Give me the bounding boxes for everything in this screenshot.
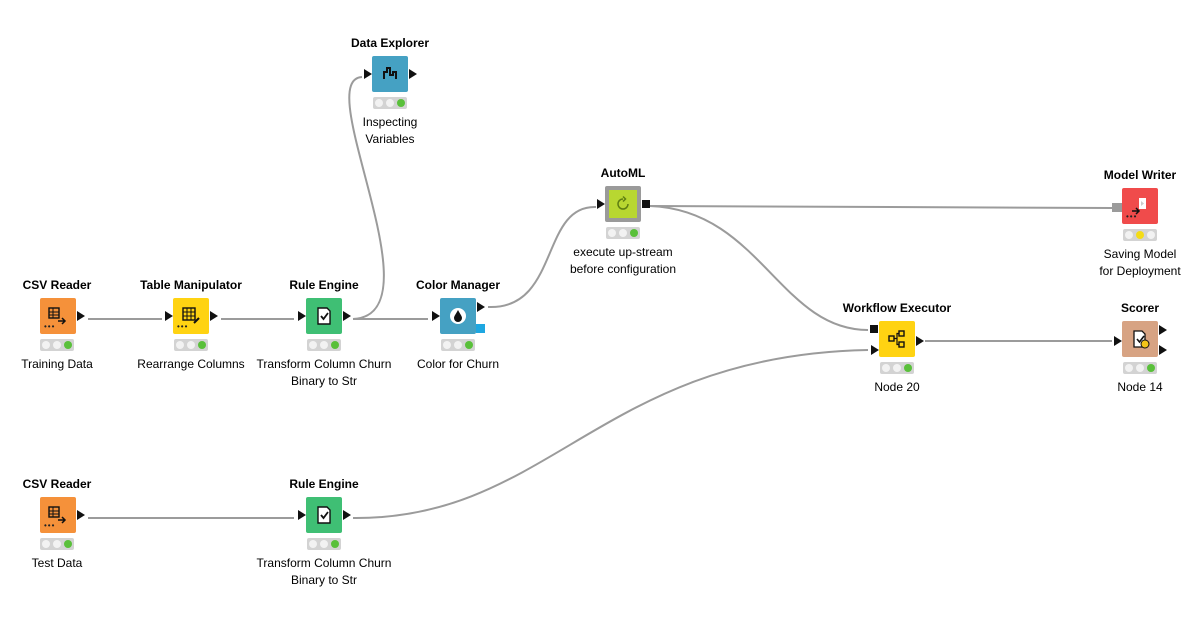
node-title: Rule Engine (289, 278, 359, 292)
node-icon-box[interactable] (879, 321, 915, 357)
node-title: AutoML (600, 166, 646, 180)
status-indicator (174, 339, 208, 351)
config-dots: ••• (44, 322, 56, 331)
status-indicator (40, 538, 74, 550)
node-icon-box[interactable] (372, 56, 408, 92)
node-description: Saving Model for Deployment (1099, 247, 1181, 278)
model-port[interactable] (476, 324, 485, 333)
input-port[interactable] (597, 199, 605, 209)
output-port[interactable] (343, 510, 351, 520)
node-title: Model Writer (1103, 168, 1177, 182)
node-color-manager[interactable]: Color Manager Color for Churn (408, 278, 508, 398)
node-table-manipulator[interactable]: Table Manipulator ••• Rearrange Columns (137, 278, 244, 398)
input-port[interactable] (298, 510, 306, 520)
node-description: Test Data (31, 556, 83, 570)
connection-color-automl (487, 205, 597, 309)
node-description: Transform Column Churn Binary to Str (256, 556, 392, 587)
node-automl[interactable]: AutoML execute up-stream before configur… (570, 166, 676, 286)
node-scorer[interactable]: Scorer Node 14 (1090, 301, 1190, 421)
status-indicator (441, 339, 475, 351)
node-title: Scorer (1120, 301, 1160, 315)
node-csv-reader-test[interactable]: CSV Reader ••• Test Data (7, 477, 107, 597)
input-port[interactable] (1114, 336, 1122, 346)
input-port[interactable] (871, 345, 879, 355)
refresh-icon (617, 195, 629, 210)
output-port[interactable] (343, 311, 351, 321)
node-description: execute up-stream before configuration (569, 245, 677, 276)
output-port[interactable] (477, 302, 485, 312)
output-port-1[interactable] (1159, 325, 1167, 335)
node-title: Workflow Executor (842, 301, 952, 315)
node-icon-box[interactable] (605, 186, 641, 222)
node-icon-box[interactable] (306, 497, 342, 533)
status-indicator (373, 97, 407, 109)
node-description: Training Data (21, 357, 93, 371)
node-description: Node 20 (874, 380, 920, 394)
node-description: Rearrange Columns (137, 357, 245, 371)
chart-icon (383, 67, 397, 79)
status-indicator (606, 227, 640, 239)
output-port[interactable] (409, 69, 417, 79)
node-icon-box[interactable]: ••• (1122, 188, 1158, 224)
status-indicator (307, 538, 341, 550)
export-icon (1132, 198, 1146, 215)
node-icon-box[interactable]: ••• (40, 497, 76, 533)
output-port[interactable] (210, 311, 218, 321)
checklist-icon (317, 506, 331, 524)
node-icon-box[interactable] (440, 298, 476, 334)
checklist-icon (317, 307, 331, 325)
node-icon-box[interactable] (306, 298, 342, 334)
node-rule-engine-1[interactable]: Rule Engine Transform Column Churn Binar… (257, 278, 392, 398)
node-icon-box[interactable] (1122, 321, 1158, 357)
node-title: CSV Reader (22, 278, 92, 292)
table-arrow-icon (48, 506, 67, 524)
node-rule-engine-2[interactable]: Rule Engine Transform Column Churn Binar… (257, 477, 392, 597)
node-icon-box[interactable]: ••• (173, 298, 209, 334)
status-indicator (1123, 229, 1157, 241)
node-data-explorer[interactable]: Data Explorer Inspecting Variables (340, 36, 440, 156)
input-port[interactable] (432, 311, 440, 321)
node-model-writer[interactable]: Model Writer ••• Saving Model for Deploy… (1090, 168, 1190, 288)
input-port[interactable] (1112, 203, 1122, 212)
input-port[interactable] (298, 311, 306, 321)
node-description: Inspecting Variables (362, 115, 418, 146)
node-description: Transform Column Churn Binary to Str (256, 357, 392, 388)
config-dots: ••• (1126, 212, 1138, 221)
node-description: Node 14 (1117, 380, 1163, 394)
droplet-icon (450, 308, 466, 324)
connection-automl-writer (649, 205, 1113, 209)
output-port-2[interactable] (1159, 345, 1167, 355)
node-csv-reader-training[interactable]: CSV Reader ••• Training Data (7, 278, 107, 398)
connection-automl-executor (649, 205, 869, 331)
input-port[interactable] (364, 69, 372, 79)
node-title: Color Manager (415, 278, 500, 292)
config-dots: ••• (44, 521, 56, 530)
output-port[interactable] (642, 200, 650, 208)
connection-rule2-executor (352, 349, 869, 520)
table-edit-icon (182, 307, 200, 324)
input-port[interactable] (165, 311, 173, 321)
status-indicator (40, 339, 74, 351)
config-dots: ••• (177, 322, 189, 331)
node-title: Table Manipulator (140, 278, 242, 292)
node-title: Rule Engine (289, 477, 359, 491)
score-icon (1133, 330, 1150, 349)
table-arrow-icon (48, 307, 67, 325)
node-icon-box[interactable]: ••• (40, 298, 76, 334)
output-port[interactable] (77, 510, 85, 520)
connection-rule1-explorer (348, 76, 385, 320)
node-title: CSV Reader (22, 477, 92, 491)
status-indicator (1123, 362, 1157, 374)
output-port[interactable] (916, 336, 924, 346)
node-description: Color for Churn (416, 357, 500, 371)
status-indicator (880, 362, 914, 374)
node-title: Data Explorer (350, 36, 430, 50)
node-workflow-executor[interactable]: Workflow Executor Node 20 (843, 301, 951, 421)
workflow-icon (888, 330, 905, 348)
status-indicator (307, 339, 341, 351)
model-input-port[interactable] (870, 325, 878, 333)
output-port[interactable] (77, 311, 85, 321)
